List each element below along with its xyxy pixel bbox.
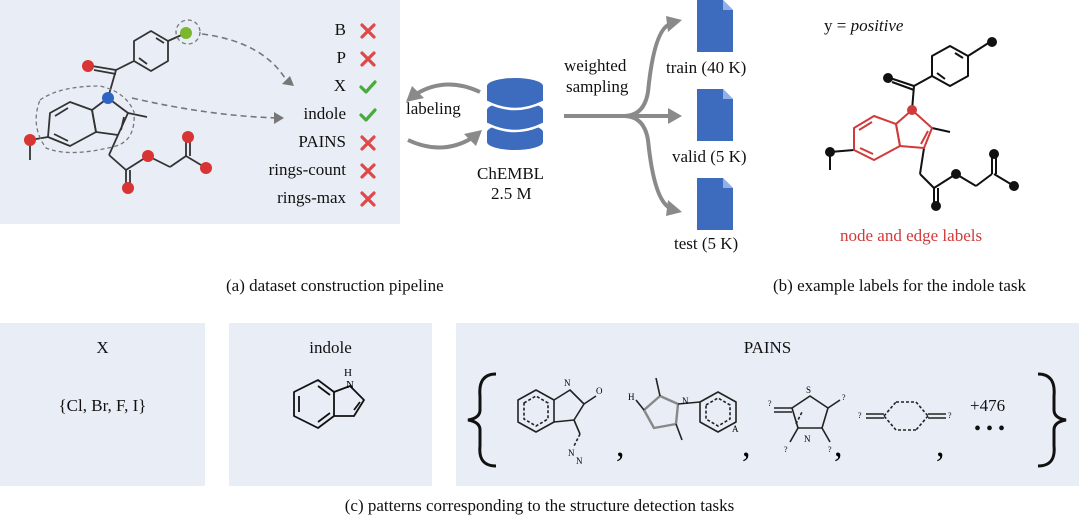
task-label-name: PAINS [298, 132, 346, 151]
task-label-name: rings-max [277, 188, 346, 207]
graph-label-value: positive [850, 16, 904, 35]
svg-text:,: , [616, 427, 625, 464]
x-pattern-title: X [96, 338, 109, 357]
task-label-name: B [334, 20, 346, 39]
sampling-label-1: weighted [564, 56, 627, 75]
sampling-arrows [564, 16, 682, 216]
pains-more-count: +476 [970, 396, 1006, 415]
svg-text:,: , [742, 427, 751, 464]
svg-text:N: N [564, 378, 571, 388]
database-name: ChEMBL [477, 164, 545, 183]
molecule-with-highlights [24, 19, 294, 194]
svg-text:?: ? [784, 445, 788, 454]
task-label-name: X [333, 76, 346, 95]
labeling-arrows [406, 82, 482, 150]
svg-text:N: N [568, 448, 575, 458]
file-icon [697, 89, 733, 141]
cross-icon [360, 191, 376, 207]
task-label-row: P [0, 48, 346, 68]
cross-icon [360, 135, 376, 151]
file-icon [697, 0, 733, 52]
cross-icon [360, 23, 376, 39]
indole-structure: H N [293, 367, 365, 429]
task-label-name: P [336, 48, 346, 67]
pipeline-panel [0, 0, 400, 224]
x-pattern-panel [0, 323, 205, 486]
svg-text:?: ? [828, 445, 832, 454]
caption-a: (a) dataset construction pipeline [226, 276, 444, 295]
svg-text:N: N [576, 456, 583, 466]
graph-label: y = positive [824, 16, 903, 36]
indole-pattern-title: indole [309, 338, 352, 357]
pains-pattern-title: PAINS [743, 338, 792, 357]
node-edge-label: node and edge labels [840, 226, 983, 245]
svg-text:A: A [732, 424, 739, 434]
labeling-label: labeling [406, 99, 461, 118]
task-label-row: indole [0, 104, 347, 124]
svg-text:H: H [344, 367, 352, 379]
database-icon [486, 78, 544, 150]
database-size: 2.5 M [491, 184, 532, 203]
task-label-row: rings-max [0, 188, 346, 208]
svg-text:N: N [346, 379, 354, 391]
svg-text:S: S [806, 385, 811, 395]
svg-text:O: O [596, 386, 603, 396]
svg-text:N: N [804, 434, 811, 444]
pains-more-dots: • • • [974, 418, 1006, 440]
svg-text:H: H [628, 392, 635, 402]
pains-structures: N O N N , H N A , S ? ? N ? ? , [467, 372, 1067, 468]
graph-label-prefix: y = [824, 16, 851, 35]
svg-text:?: ? [842, 393, 846, 402]
cross-icon [360, 51, 376, 67]
caption-b: (b) example labels for the indole task [773, 276, 1027, 295]
x-pattern-set: {Cl, Br, F, I} [58, 396, 147, 415]
svg-text:?: ? [768, 399, 772, 408]
task-label-row: X [0, 76, 346, 96]
task-label-row: rings-count [0, 160, 346, 180]
sampling-label-2: sampling [566, 77, 629, 96]
pains-pattern-panel [456, 323, 1079, 486]
svg-text:?: ? [858, 411, 862, 420]
example-molecule [825, 37, 1019, 211]
caption-c: (c) patterns corresponding to the struct… [344, 496, 735, 515]
check-icon [359, 80, 377, 94]
svg-text:,: , [834, 427, 843, 464]
split-train: train (40 K) [666, 58, 747, 77]
split-test: test (5 K) [674, 234, 739, 253]
svg-text:?: ? [948, 411, 952, 420]
svg-text:,: , [936, 427, 945, 464]
file-icon [697, 178, 733, 230]
task-label-row: PAINS [0, 132, 346, 152]
task-label-row: B [0, 20, 346, 40]
indole-pattern-panel [229, 323, 432, 486]
split-valid: valid (5 K) [672, 147, 747, 166]
task-label-name: rings-count [268, 160, 346, 179]
svg-text:N: N [682, 396, 689, 406]
check-icon [359, 108, 377, 122]
task-label-name: indole [303, 104, 347, 123]
cross-icon [360, 163, 376, 179]
